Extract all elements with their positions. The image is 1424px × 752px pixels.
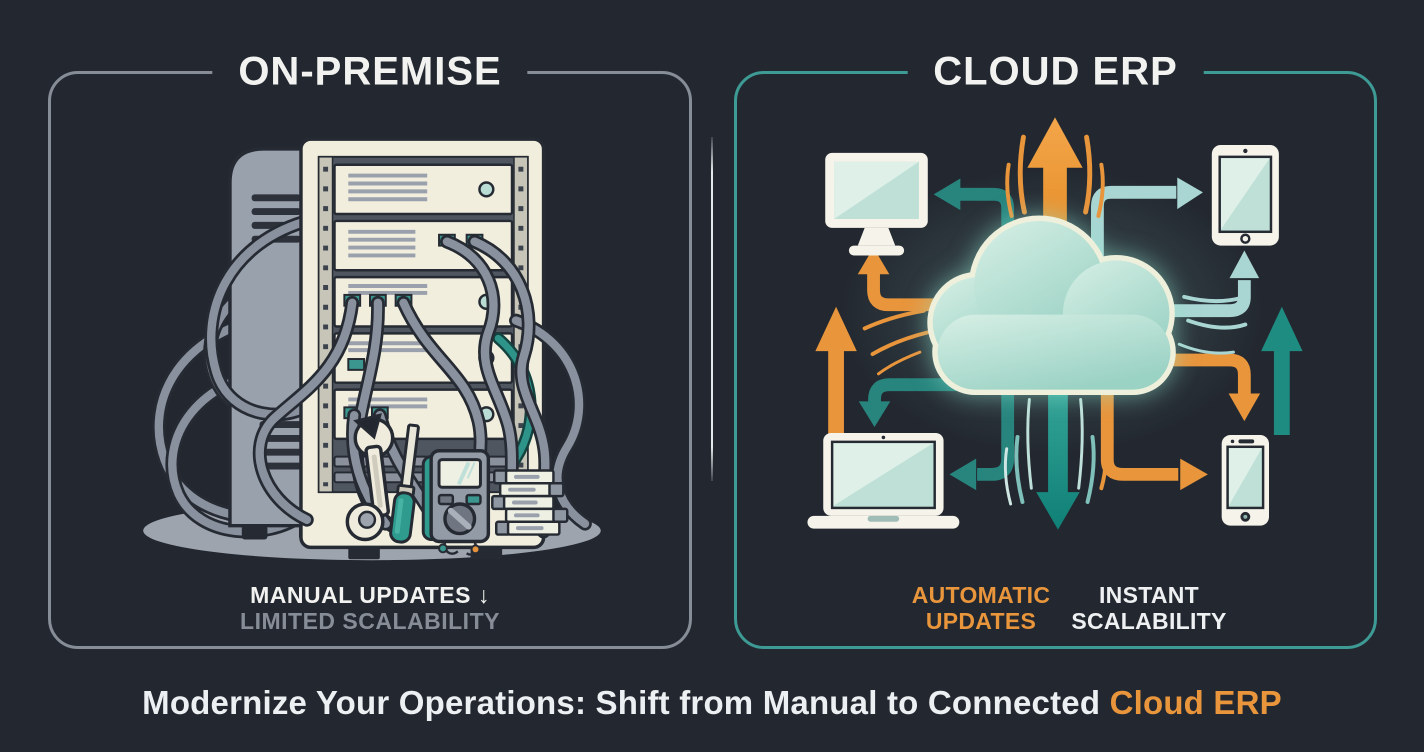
cloud-erp-title: CLOUD ERP — [907, 49, 1204, 95]
cloud-icon — [927, 215, 1176, 396]
panel-divider — [711, 137, 713, 481]
instant-scalability-label: INSTANT SCALABILITY — [1071, 582, 1227, 634]
arrow-cloud-to-monitor-up — [857, 247, 993, 312]
arrow-cloud-to-tablet-up — [1152, 250, 1260, 318]
cloud-erp-panel: CLOUD ERP — [734, 49, 1377, 649]
server-unit — [333, 163, 514, 216]
sync-arrows — [815, 117, 1303, 530]
multimeter-icon — [421, 449, 491, 556]
arrow-cloud-to-monitor — [933, 178, 1015, 392]
caption-main: Modernize Your Operations: Shift from Ma… — [142, 684, 1110, 721]
server-rack-illustration — [143, 137, 601, 561]
limited-scalability-label: LIMITED SCALABILITY — [240, 608, 500, 634]
speed-lines — [862, 134, 1248, 506]
status-led — [478, 181, 495, 198]
smartphone-icon — [1221, 434, 1270, 526]
manual-stack — [491, 469, 569, 536]
tablet-icon — [1211, 145, 1279, 246]
wrench-icon — [345, 413, 395, 542]
automatic-updates-label: AUTOMATIC UPDATES — [911, 582, 1051, 634]
on-premise-panel: ON-PREMISE — [48, 49, 692, 649]
screwdriver-icon — [389, 423, 420, 544]
monitor-icon — [825, 152, 928, 256]
left-up-arrow — [815, 306, 857, 435]
on-premise-title: ON-PREMISE — [212, 49, 528, 95]
caption-highlight: Cloud ERP — [1109, 684, 1282, 721]
up-arrow — [1027, 117, 1083, 277]
manual-updates-label: MANUAL UPDATES ↓ — [250, 582, 490, 608]
bottom-caption: Modernize Your Operations: Shift from Ma… — [0, 684, 1424, 722]
down-arrow — [1036, 369, 1080, 530]
cloud-network-illustration — [807, 117, 1303, 530]
laptop-icon — [807, 432, 960, 529]
arrow-cloud-to-laptop-side — [949, 391, 1015, 491]
right-up-arrow — [1261, 306, 1303, 435]
arrow-cloud-to-phone-down — [1162, 353, 1261, 422]
arrow-cloud-to-laptop-down — [858, 378, 971, 428]
